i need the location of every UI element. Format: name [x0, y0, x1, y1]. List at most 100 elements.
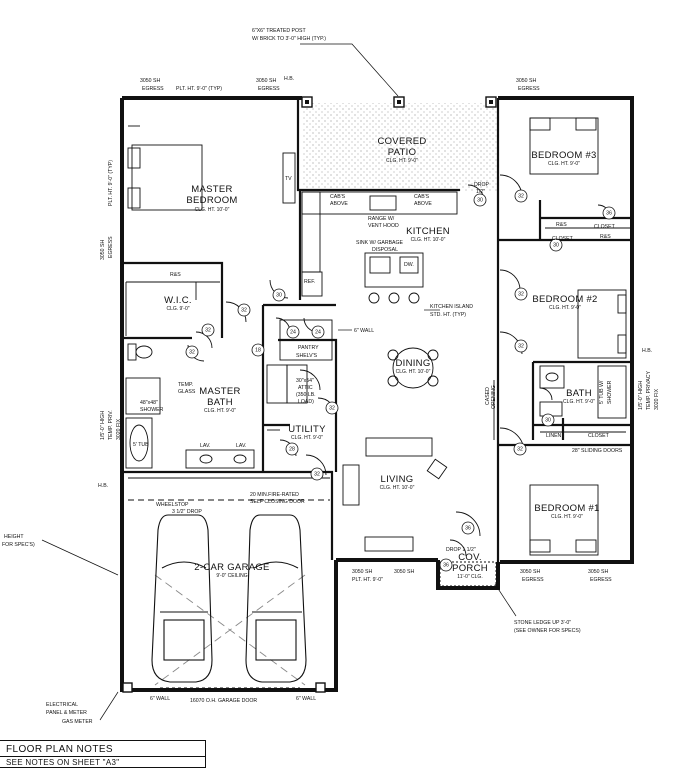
window-note: EGRESS	[142, 86, 164, 92]
side-window-note: PLT. HT. 9'-0" (TYP)	[108, 160, 114, 206]
sink-note: SINK W/ GARBAGE	[356, 240, 404, 246]
closet-note: CLOSET	[588, 433, 610, 439]
window-note: 3050 SH	[516, 78, 536, 84]
window-note: EGRESS	[518, 86, 540, 92]
covered-patio-label: COVERED	[377, 136, 426, 147]
lav-note: LAV.	[200, 443, 210, 449]
door-size-tag: 32	[205, 327, 211, 333]
electrical-note: PANEL & METER	[46, 710, 87, 716]
door-size-tag: 32	[517, 446, 523, 452]
cabs-note: ABOVE	[414, 201, 432, 207]
master-bath-label: MASTER	[199, 386, 240, 397]
post-note: W/ BRICK TO 3'-0" HIGH (TYP.)	[252, 36, 326, 42]
utility-label: UTILITY	[288, 424, 326, 435]
privacy-window: TEMP. PRIVACY	[646, 370, 652, 410]
door-size-tag: 30	[477, 197, 483, 203]
shower-note: SHOWER	[140, 407, 164, 413]
arch-note: ARCH OPENING	[446, 586, 486, 592]
drop-note: 1/2"	[476, 189, 485, 195]
car-left	[151, 514, 213, 683]
door-size-tag: 30	[545, 417, 551, 423]
door-size-tag: 36	[606, 210, 612, 216]
ceiling-height: CLG. HT. 10'-0"	[380, 485, 415, 491]
island-note: KITCHEN ISLAND	[430, 304, 473, 310]
garage-label: 2-CAR GARAGE	[194, 562, 269, 573]
dw-note: DW.	[404, 262, 414, 268]
linen-note: LINEN	[546, 433, 562, 439]
garage-door-note: 16070 O.H. GARAGE DOOR	[190, 698, 257, 704]
plate-height: PLT. HT. 9'-0"	[352, 577, 383, 583]
window-note: 3050 SH	[520, 569, 540, 575]
window-note: EGRESS	[522, 577, 544, 583]
floor-plan-notes: FLOOR PLAN NOTES SEE NOTES ON SHEET "A3"	[0, 740, 206, 768]
ref-note: REF.	[304, 279, 315, 285]
cased-opening: CASED	[485, 387, 491, 405]
master-bath-label: BATH	[207, 397, 233, 408]
hose-bib: H.B.	[642, 348, 652, 354]
porch-drop: DROP 1 1/2"	[446, 547, 476, 553]
wic-label: W.I.C.	[164, 295, 192, 306]
side-window-note: 3050 SH	[100, 240, 106, 260]
door-size-tag: 32	[329, 405, 335, 411]
door-size-tag: 32	[518, 193, 524, 199]
closet-note: CLOSET	[594, 224, 616, 230]
cabs-note: ABOVE	[330, 201, 348, 207]
rs-note: R&S	[556, 222, 567, 228]
drop-note: DROP	[474, 182, 490, 188]
attic-note: ATTIC	[298, 385, 313, 391]
door-size-tag: 32	[241, 307, 247, 313]
sliding-door-note: 28" SLIDING DOORS	[572, 448, 623, 454]
ceiling-height: CLG. HT. 9'-0"	[563, 399, 595, 405]
hose-bib: H.B.	[98, 483, 108, 489]
master-bedroom-label: MASTER	[191, 184, 232, 195]
island-note: STD. HT. (TYP)	[430, 312, 466, 318]
tub-shower-note: SHOWER	[607, 380, 613, 404]
attic-note: (350 LB.	[296, 392, 316, 398]
stone-ledge-note: STONE LEDGE UP 3'-0"	[514, 620, 571, 626]
attic-note: 30"x54"	[296, 378, 314, 384]
ceiling-height: 9'-0" CEILING	[216, 573, 247, 579]
window-note: 3050 SH	[394, 569, 414, 575]
notes-line: SEE NOTES ON SHEET "A3"	[6, 758, 120, 767]
window-note: 3050 SH	[588, 569, 608, 575]
door-size-tag: 24	[315, 329, 321, 335]
range-note: RANGE W/	[368, 216, 395, 222]
post-cores	[305, 100, 493, 104]
bedroom3-label: BEDROOM #3	[531, 150, 596, 161]
door-size-tag: 32	[518, 343, 524, 349]
leader-lines	[41, 43, 517, 721]
notes-title: FLOOR PLAN NOTES	[6, 744, 113, 755]
door-size-tag: 18	[255, 347, 261, 353]
window-note: 3050 SH	[352, 569, 372, 575]
car-right	[245, 514, 307, 683]
post-note: 6"X6" TREATED POST	[252, 28, 306, 34]
ceiling-height: 11'-0" CLG.	[457, 574, 482, 580]
door-size-tag: 30	[553, 242, 559, 248]
height-note: FOR SPEC'S)	[2, 542, 35, 548]
attic-note: LOAD)	[298, 399, 314, 405]
fire-door-note: SELF CLOSING DOOR	[250, 499, 305, 505]
door-size-tag: 36	[465, 525, 471, 531]
bedroom2-label: BEDROOM #2	[532, 294, 597, 305]
sink-note: DISPOSAL	[372, 247, 398, 253]
fixtures	[125, 117, 630, 689]
cabs-note: CAB'S	[414, 194, 430, 200]
hose-bib: H.B.	[284, 76, 294, 82]
side-window-note: EGRESS	[108, 236, 114, 258]
window-note: EGRESS	[590, 577, 612, 583]
range-note: VENT HOOD	[368, 223, 399, 229]
ceiling-height: CLG. HT. 9'-0"	[548, 161, 580, 167]
plate-height: PLT. HT. 9'-0" (TYP)	[176, 86, 222, 92]
bath-label: BATH	[566, 388, 592, 399]
shelves-note: SHELV'S	[296, 353, 318, 359]
door-size-tag: 32	[314, 471, 320, 477]
tv-note: TV	[285, 176, 292, 182]
tub-shower-note: 5' TUB W/	[599, 380, 605, 404]
kitchen-label: KITCHEN	[406, 226, 450, 237]
ceiling-height: CLG. HT. 9'-0"	[291, 435, 323, 441]
dining-label: DINING	[395, 358, 430, 369]
rs-note: R&S	[600, 234, 611, 240]
wheelstop-note: 3 1/2" DROP	[172, 509, 202, 515]
window-note: EGRESS	[258, 86, 280, 92]
door-size-tag: 36	[443, 562, 449, 568]
